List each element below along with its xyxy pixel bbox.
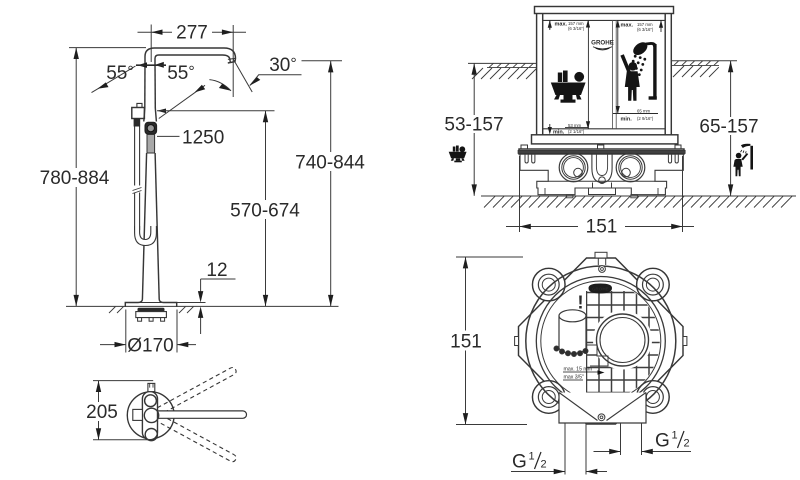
svg-text:151: 151	[586, 217, 618, 238]
svg-text:157 mm: 157 mm	[568, 21, 584, 26]
svg-text:min.: min.	[553, 129, 565, 135]
svg-text:205: 205	[86, 402, 118, 423]
svg-text:1: 1	[529, 451, 535, 463]
svg-text:65-157: 65-157	[699, 117, 758, 138]
svg-text:30°: 30°	[269, 55, 297, 76]
svg-text:1250: 1250	[182, 128, 224, 149]
svg-text:1: 1	[672, 430, 678, 442]
svg-text:(6 3/16″): (6 3/16″)	[568, 26, 585, 31]
svg-text:55°: 55°	[106, 63, 134, 84]
svg-text:277: 277	[176, 23, 208, 44]
svg-text:157 mm: 157 mm	[637, 22, 653, 27]
svg-text:min.: min.	[621, 116, 633, 122]
svg-text:2: 2	[541, 459, 547, 471]
svg-text:740-844: 740-844	[295, 153, 365, 174]
svg-text:53 mm: 53 mm	[568, 123, 582, 128]
svg-text:max.: max.	[555, 21, 568, 27]
svg-text:GROHE: GROHE	[592, 286, 609, 291]
svg-text:G: G	[655, 431, 670, 452]
svg-text:65 mm: 65 mm	[637, 108, 651, 113]
svg-text:12: 12	[206, 260, 227, 281]
svg-text:max 3/5″: max 3/5″	[564, 375, 584, 381]
svg-text:2: 2	[684, 438, 690, 450]
svg-text:max. 15 mm: max. 15 mm	[564, 367, 593, 373]
svg-text:53-157: 53-157	[444, 115, 503, 136]
svg-text:(6 3/16″): (6 3/16″)	[637, 27, 654, 32]
svg-text:570-674: 570-674	[230, 201, 300, 222]
svg-text:GROHE: GROHE	[591, 40, 614, 47]
svg-text:151: 151	[450, 332, 482, 353]
svg-text:G: G	[512, 452, 527, 473]
svg-text:780-884: 780-884	[40, 168, 110, 189]
svg-text:55°: 55°	[167, 63, 195, 84]
svg-text:(2 9/16″): (2 9/16″)	[637, 116, 654, 121]
svg-text:(2 1/16″): (2 1/16″)	[568, 129, 585, 134]
svg-text:max.: max.	[621, 22, 634, 28]
svg-text:Ø170: Ø170	[127, 336, 173, 357]
svg-text:!: !	[578, 293, 584, 313]
